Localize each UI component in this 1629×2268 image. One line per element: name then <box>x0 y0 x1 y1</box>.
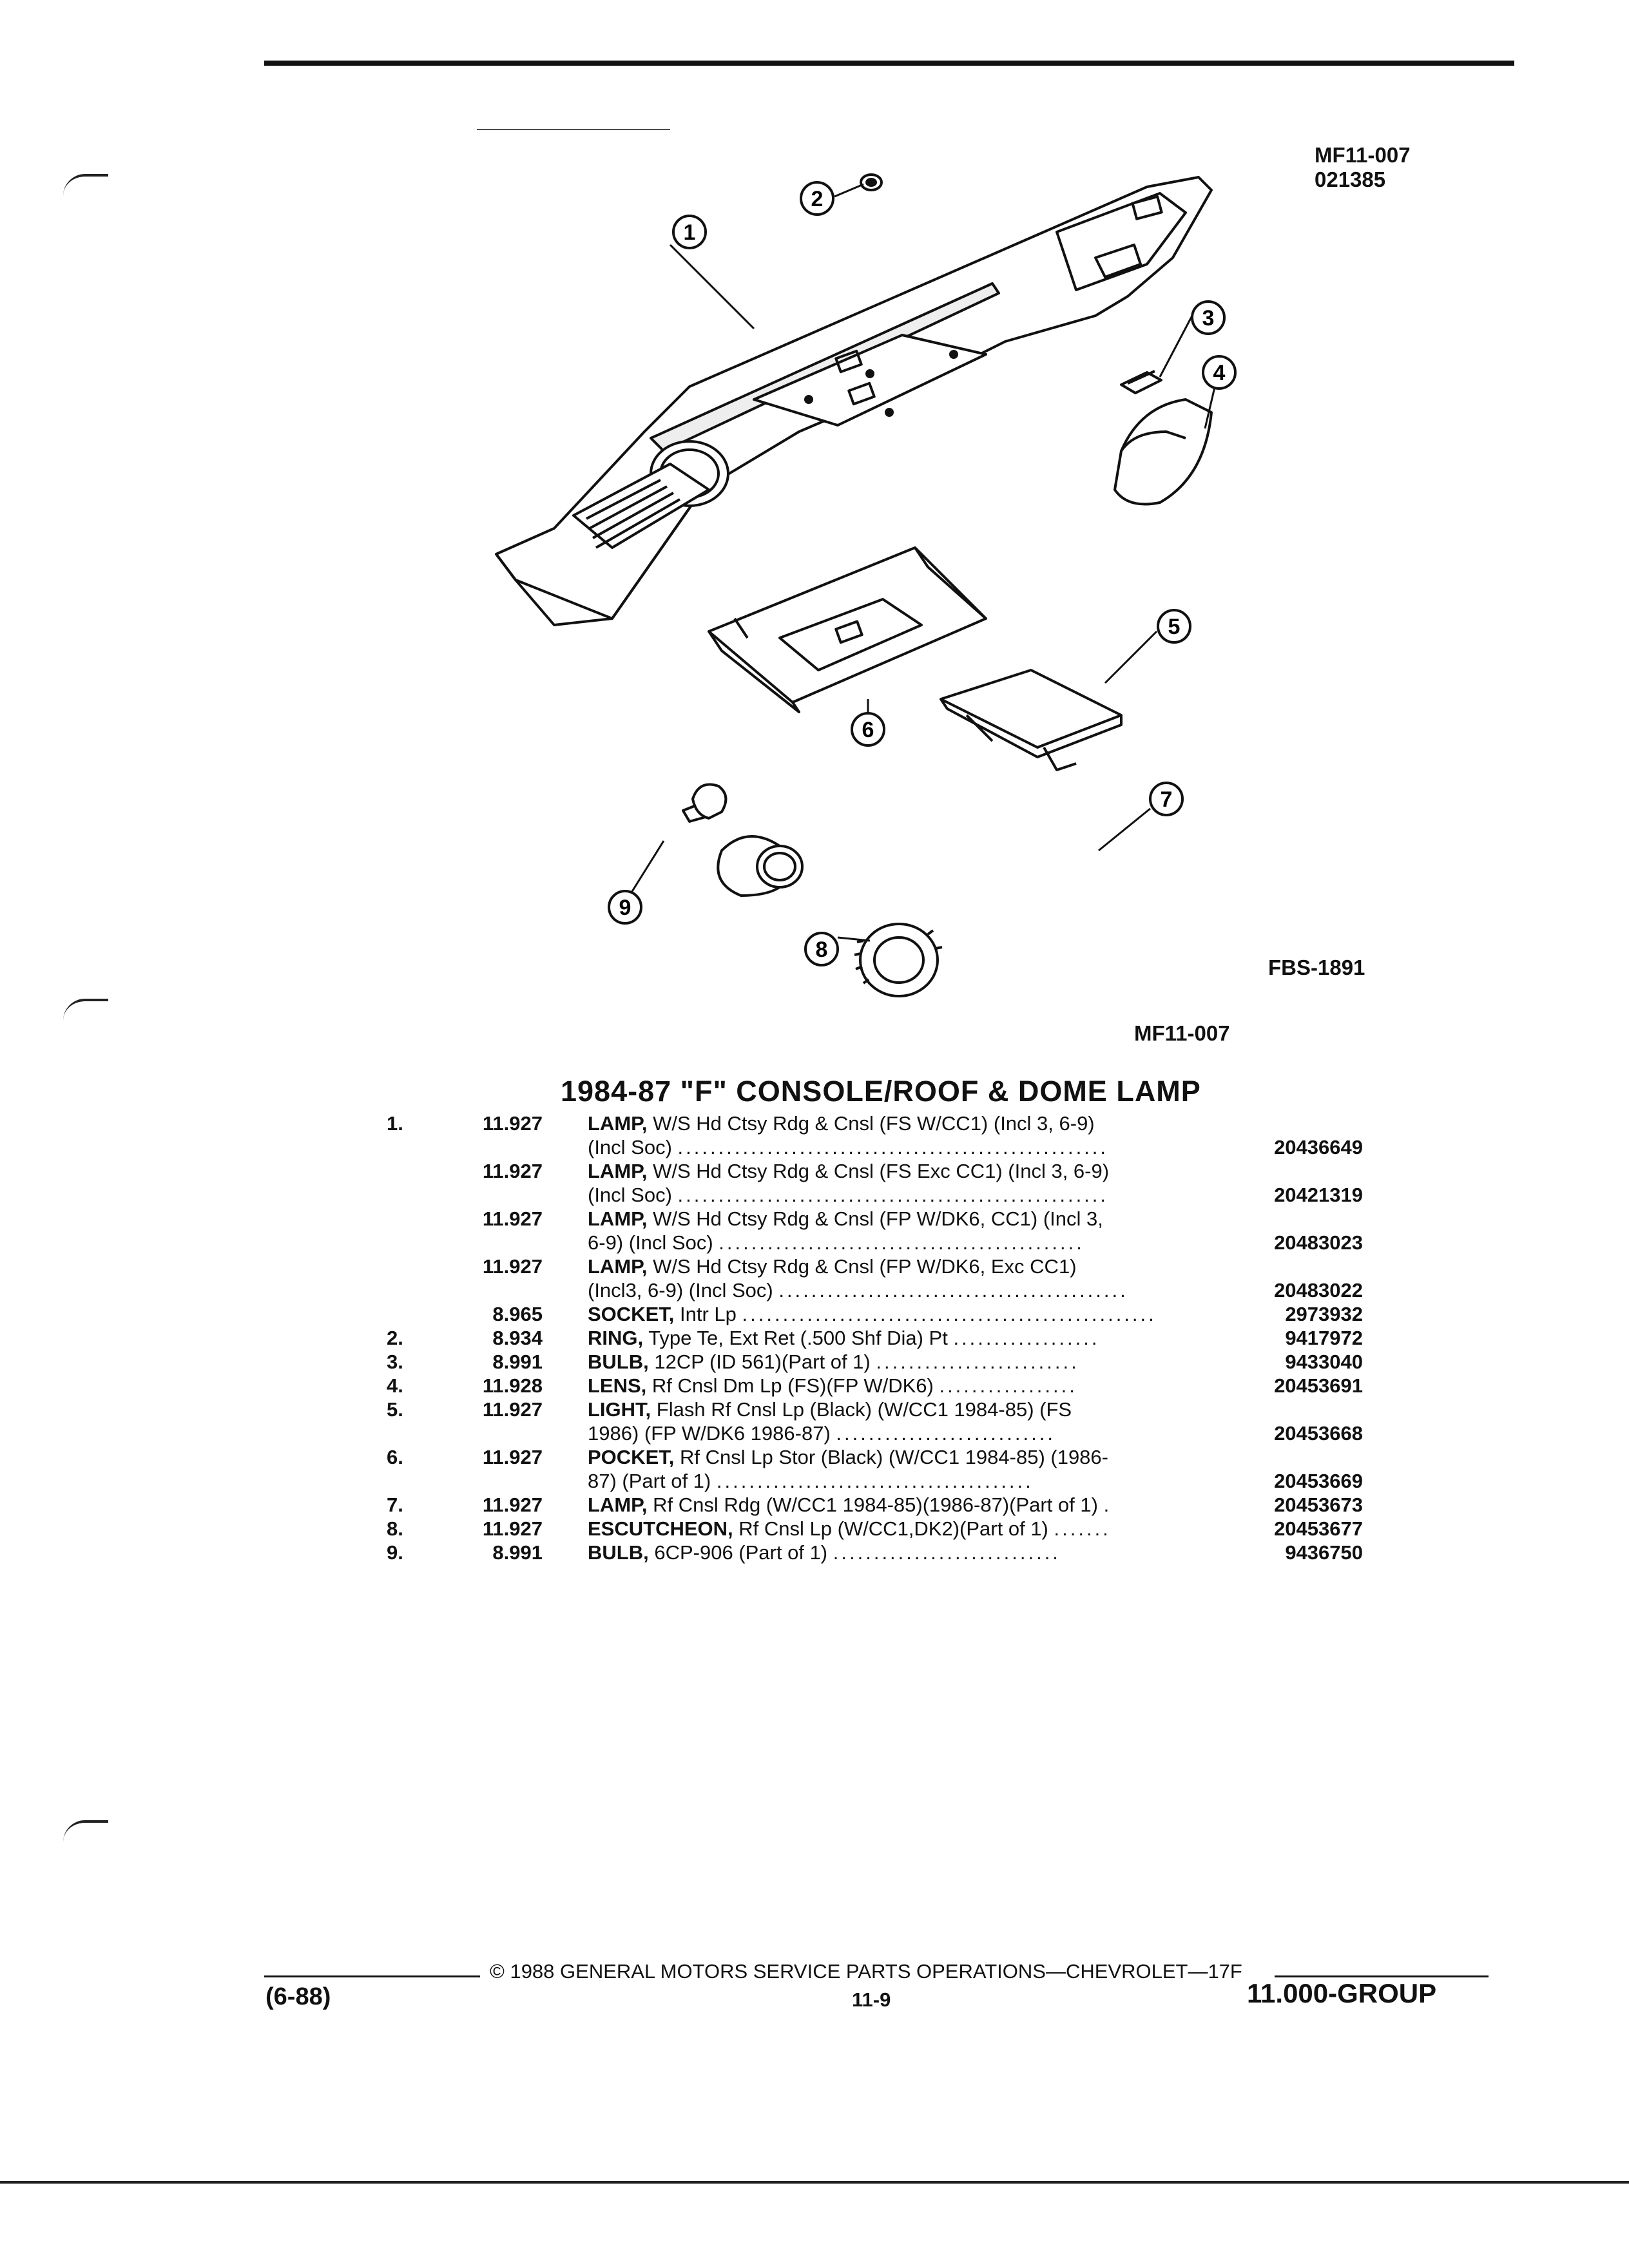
part-number: 20453691 <box>1274 1374 1363 1397</box>
callout-4: 4 <box>1202 355 1237 390</box>
footer-rule-left <box>264 1975 480 1977</box>
callout-3: 3 <box>1191 300 1226 335</box>
callout-2: 2 <box>800 181 834 216</box>
svg-text:4: 4 <box>1213 361 1226 385</box>
svg-text:3: 3 <box>1202 306 1215 331</box>
ring-part <box>860 173 883 191</box>
svg-text:1: 1 <box>684 220 696 245</box>
svg-text:9: 9 <box>619 896 631 920</box>
margin-mark <box>63 174 108 196</box>
part-number: 20436649 <box>1274 1136 1363 1158</box>
figure-id: FBS-1891 <box>1268 956 1365 979</box>
callout-7: 7 <box>1149 782 1184 816</box>
footer-copyright: © 1988 GENERAL MOTORS SERVICE PARTS OPER… <box>490 1960 1242 1983</box>
callout-8: 8 <box>804 932 839 966</box>
top-rule <box>264 61 1514 66</box>
storage-pocket <box>708 546 987 713</box>
part-number: 20453668 <box>1274 1422 1363 1445</box>
svg-text:8: 8 <box>816 937 828 962</box>
bulb-12cp <box>1120 370 1162 394</box>
callout-1: 1 <box>672 215 707 249</box>
footer-date-code: (6-88) <box>265 1983 331 2010</box>
footer-rule-right <box>1275 1975 1489 1977</box>
part-number: 20453673 <box>1274 1494 1363 1516</box>
callout-5: 5 <box>1157 609 1191 644</box>
svg-text:6: 6 <box>862 718 874 742</box>
svg-text:2: 2 <box>811 187 824 211</box>
part-number: 9417972 <box>1285 1327 1363 1349</box>
part-number: 20483022 <box>1274 1279 1363 1302</box>
part-number: 2973932 <box>1285 1303 1363 1325</box>
part-number: 20453669 <box>1274 1470 1363 1492</box>
callout-9: 9 <box>608 890 642 925</box>
roof-console-body <box>495 176 1213 626</box>
flash-light-tray <box>940 669 1123 771</box>
page-number: 11-9 <box>852 1988 891 2011</box>
group-label: 11.000-GROUP <box>1247 1978 1437 2008</box>
part-number: 9436750 <box>1285 1541 1363 1564</box>
svg-text:7: 7 <box>1161 787 1173 812</box>
margin-mark <box>63 1820 108 1842</box>
header-date-code: 021385 <box>1315 168 1386 191</box>
part-number: 20453677 <box>1274 1517 1363 1540</box>
header-code: MF11-007 <box>1315 143 1411 167</box>
dome-lens <box>1113 398 1213 506</box>
margin-mark <box>63 999 108 1021</box>
exploded-parts-diagram: 1 2 3 4 5 6 7 8 9 <box>477 129 1237 997</box>
figure-ref: MF11-007 <box>1134 1021 1230 1045</box>
part-number: 20421319 <box>1274 1184 1363 1206</box>
bottom-rule <box>0 2181 1629 2184</box>
part-number: 20483023 <box>1274 1231 1363 1254</box>
escutcheon-ring <box>854 923 943 997</box>
bulb-6cp <box>682 783 728 823</box>
svg-text:5: 5 <box>1168 615 1181 639</box>
reading-lamp <box>717 835 804 897</box>
callout-6: 6 <box>851 712 885 747</box>
part-number: 9433040 <box>1285 1350 1363 1373</box>
page-title: 1984-87 "F" CONSOLE/ROOF & DOME LAMP <box>561 1075 1201 1108</box>
